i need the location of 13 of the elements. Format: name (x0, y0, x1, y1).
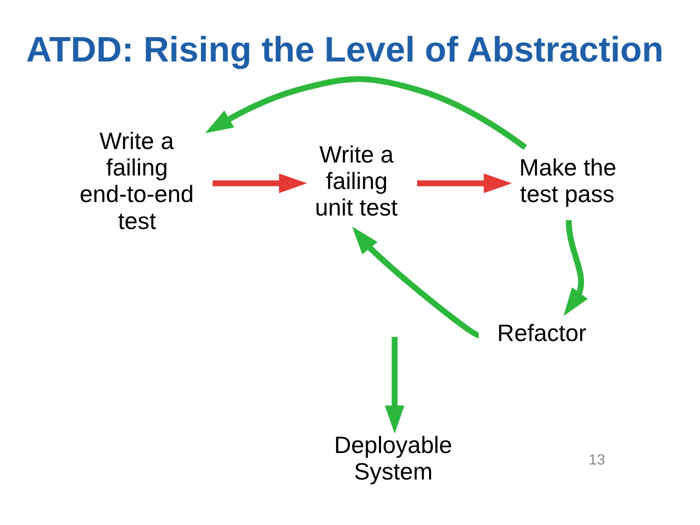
arrow (384, 336, 404, 434)
node-text: Deployable System (334, 433, 452, 486)
node-text: Refactor (497, 320, 586, 347)
arrow (417, 173, 512, 194)
node-text: Write a failing end-to-end test (80, 129, 194, 235)
node-text: Write a failing unit test (314, 142, 398, 222)
node-text: Make the test pass (519, 156, 616, 208)
arrow (212, 173, 308, 194)
arrow (564, 220, 588, 316)
diagram-title: ATDD: Rising the Level of Abstraction (26, 30, 664, 70)
arrow (205, 76, 528, 150)
arrow (352, 226, 480, 338)
label: 13 (588, 452, 606, 468)
